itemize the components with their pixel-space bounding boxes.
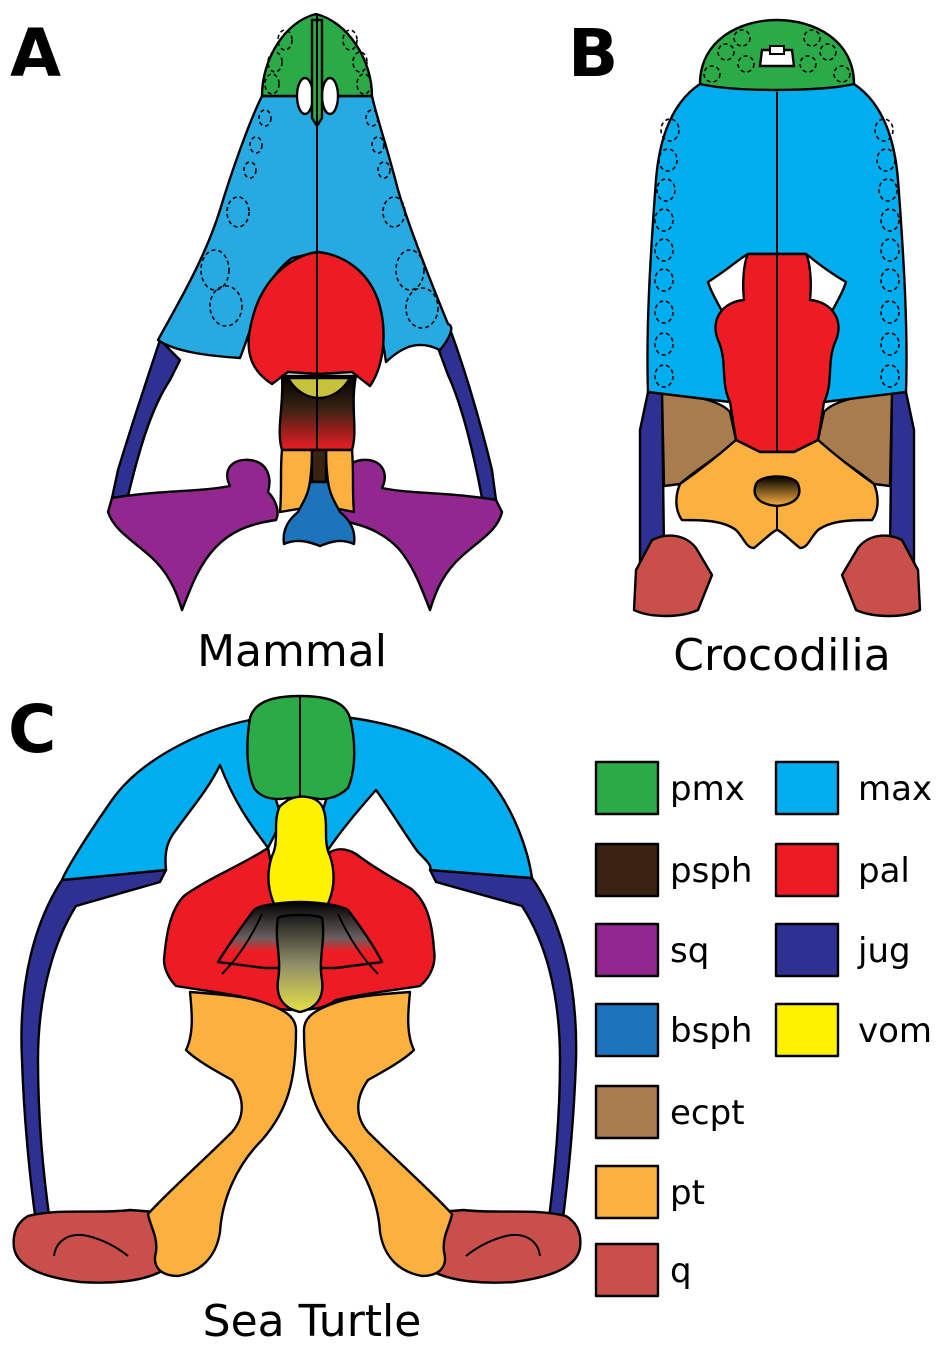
panel-c-caption: Sea Turtle xyxy=(203,1296,422,1347)
panel-a-mammal: A xyxy=(10,14,502,677)
legend-label-max: max xyxy=(858,769,932,809)
croc-presphenoid xyxy=(755,477,800,507)
mammal-jugal-left xyxy=(112,340,180,498)
legend-label-pmx: pmx xyxy=(670,769,745,809)
turtle-vomer xyxy=(269,797,334,908)
legend-label-ecpt: ecpt xyxy=(670,1093,745,1133)
panel-b-caption: Crocodilia xyxy=(673,630,890,681)
turtle-jugal-left xyxy=(21,870,166,1222)
legend-swatch-psph xyxy=(596,844,658,896)
panel-a-caption: Mammal xyxy=(197,626,387,677)
croc-foramen-notch xyxy=(770,46,784,54)
mammal-jugal-right xyxy=(438,324,496,500)
turtle-quadrate-left xyxy=(14,1210,160,1283)
mammal-psph-strip xyxy=(312,450,326,482)
legend-swatch-pal xyxy=(776,844,838,896)
legend-label-sq: sq xyxy=(670,931,709,971)
legend-swatch-vom xyxy=(776,1004,838,1056)
turtle-jugal-right xyxy=(430,870,576,1226)
legend-label-jug: jug xyxy=(857,931,911,971)
legend-swatch-pmx xyxy=(596,762,658,814)
turtle-vomer-lower xyxy=(277,915,323,1012)
legend-label-q: q xyxy=(670,1251,692,1291)
panel-a-letter: A xyxy=(10,15,61,92)
mammal-squamosal-right xyxy=(334,460,502,610)
legend-label-psph: psph xyxy=(670,851,752,891)
legend-swatch-bsph xyxy=(596,1004,658,1056)
mammal-squamosal-left xyxy=(108,460,278,610)
mammal-incisive-foramen-left xyxy=(297,78,313,114)
turtle-pterygoid-left xyxy=(148,992,296,1276)
mammal-incisive-foramen-right xyxy=(322,78,338,114)
legend-swatch-q xyxy=(596,1244,658,1296)
legend-swatch-max xyxy=(776,762,838,814)
legend-label-bsph: bsph xyxy=(670,1011,752,1051)
legend-swatch-sq xyxy=(596,924,658,976)
legend-label-pal: pal xyxy=(858,851,910,891)
panel-b-crocodilia: B xyxy=(568,15,920,681)
panel-c-sea-turtle: C Sea Turtle xyxy=(8,691,580,1347)
turtle-quadrate-right xyxy=(434,1210,580,1283)
legend-label-vom: vom xyxy=(858,1011,932,1051)
panel-c-letter: C xyxy=(8,691,56,768)
turtle-pterygoid-right xyxy=(304,992,452,1276)
legend-swatch-ecpt xyxy=(596,1086,658,1138)
legend-swatch-pt xyxy=(596,1166,658,1218)
legend-swatch-jug xyxy=(776,924,838,976)
legend: pmx psph sq bsph ecpt pt q max pal jug v… xyxy=(596,762,932,1296)
panel-b-letter: B xyxy=(568,15,618,92)
legend-label-pt: pt xyxy=(670,1173,705,1213)
